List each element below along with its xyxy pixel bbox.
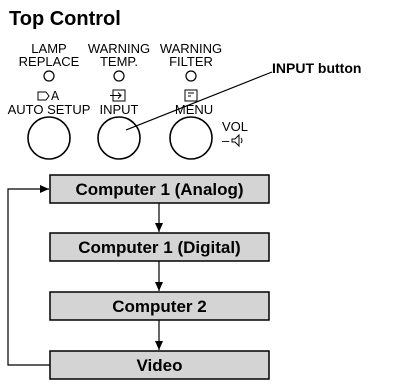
auto-setup-icon: A: [37, 89, 60, 103]
flow-label-computer1-analog: Computer 1 (Analog): [75, 180, 243, 199]
callout-leader-line: [125, 71, 273, 131]
menu-button[interactable]: [169, 116, 213, 160]
speaker-icon: [231, 133, 243, 148]
auto-setup-label: AUTO SETUP: [8, 102, 91, 117]
input-icon: [110, 89, 126, 102]
svg-text:A: A: [51, 89, 60, 103]
callout-label: INPUT button: [272, 60, 361, 76]
indicator-filter-line2: FILTER: [169, 54, 213, 69]
flow-box-computer1-digital: [49, 232, 270, 262]
menu-icon: [184, 89, 198, 102]
flow-label-video: Video: [137, 356, 183, 375]
input-label: INPUT: [100, 102, 139, 117]
volume-minus: –: [222, 133, 230, 148]
flow-label-computer2: Computer 2: [112, 297, 206, 316]
menu-label: MENU: [175, 102, 213, 117]
auto-setup-button[interactable]: [27, 116, 71, 160]
flow-label-computer1-digital: Computer 1 (Digital): [78, 238, 240, 257]
warning-temp-indicator-icon: [113, 70, 125, 82]
lamp-replace-indicator-icon: [43, 70, 55, 82]
warning-filter-indicator-icon: [185, 70, 197, 82]
indicator-temp-line2: TEMP.: [100, 54, 138, 69]
indicator-temp-line1: WARNING: [88, 41, 150, 56]
indicator-lamp-line1: LAMP: [31, 41, 66, 56]
page-title: Top Control: [9, 8, 121, 30]
indicator-lamp-line2: REPLACE: [19, 54, 80, 69]
indicator-filter-line1: WARNING: [160, 41, 222, 56]
input-button[interactable]: [97, 116, 141, 160]
arrow-video-back-to-analog: [7, 185, 50, 366]
volume-label: VOL: [222, 119, 248, 134]
